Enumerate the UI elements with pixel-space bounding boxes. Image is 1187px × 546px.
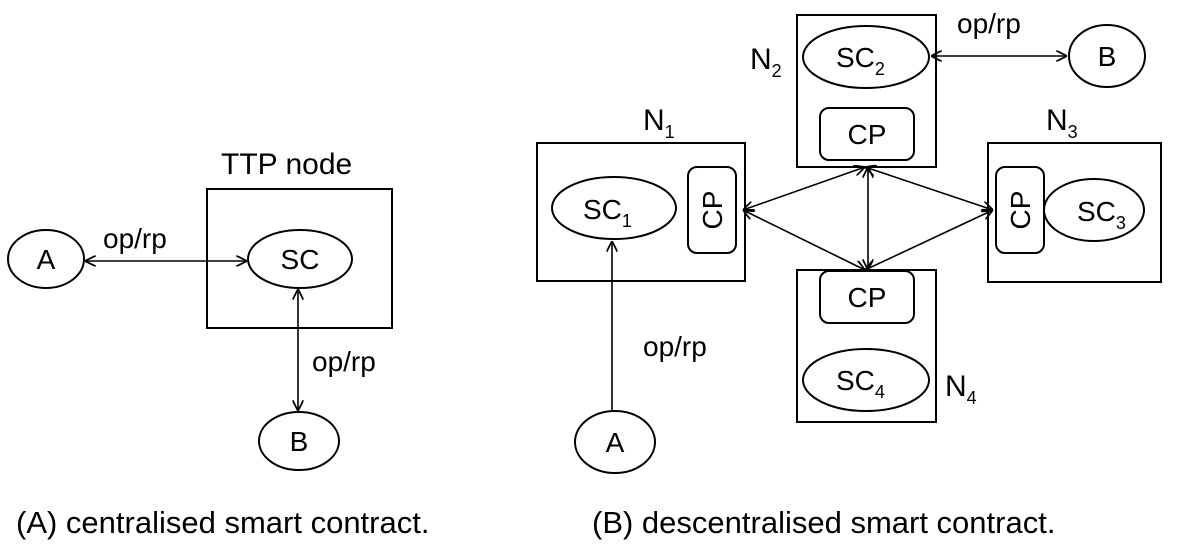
edge-cp1-cp4 (743, 210, 865, 270)
node-a-label: A (37, 244, 56, 275)
node-a-ellipse (7, 229, 85, 289)
node-a-label-right: A (606, 427, 625, 458)
n1-cp-box (687, 166, 737, 254)
node-b-ellipse-right (1068, 24, 1146, 88)
caption-b: (B) descentralised smart contract. (592, 505, 1055, 540)
n4-label: N4 (945, 370, 977, 408)
n1-cp-label: CP (697, 191, 728, 230)
n3-cp-label: CP (1005, 191, 1036, 230)
n3-sc-label: SC3 (1077, 196, 1126, 233)
node-b-label-right: B (1098, 41, 1117, 72)
edge-cp2-cp3 (865, 167, 993, 210)
node-b-ellipse (258, 411, 340, 471)
edge-cp1-cp2 (743, 167, 865, 210)
n3-sc-ellipse (1043, 178, 1145, 242)
edge-a-label-right: op/rp (643, 331, 707, 362)
n1-sc-label: SC1 (583, 194, 632, 231)
edge-cp4-cp3 (865, 210, 993, 270)
centralised-diagram: TTP node SC A B op/rp op/rp (A) centrali… (7, 148, 429, 540)
n2-sc-ellipse (802, 25, 930, 89)
edge-b-label-right: op/rp (957, 8, 1021, 39)
caption-a: (A) centralised smart contract. (16, 505, 429, 540)
n4-cp-label: CP (848, 282, 887, 313)
n2-cp-box (819, 107, 915, 161)
n3-label: N3 (1046, 104, 1078, 142)
n1-label: N1 (643, 104, 675, 142)
n2-cp-label: CP (848, 119, 887, 150)
edge-b-label: op/rp (312, 346, 376, 377)
node-a-ellipse-right (574, 410, 656, 474)
ttp-node-title: TTP node (221, 148, 352, 181)
node-n1: N1 SC1 CP (536, 104, 746, 282)
sc-label: SC (281, 244, 320, 275)
node-n3: N3 CP SC3 (987, 104, 1162, 283)
n2-sc-label: SC2 (836, 42, 885, 79)
n4-sc-label: SC4 (836, 365, 885, 402)
decentralised-diagram: N1 SC1 CP N2 SC2 CP N3 CP SC3 N4 (536, 8, 1162, 540)
n1-sc-ellipse (551, 176, 677, 240)
sc-ellipse (247, 229, 353, 289)
node-n4: N4 CP SC4 (796, 269, 977, 423)
edge-a-label: op/rp (103, 223, 167, 254)
node-n2: N2 SC2 CP (750, 14, 937, 168)
n4-sc-ellipse (802, 348, 930, 412)
n2-label: N2 (750, 43, 782, 81)
node-b-label: B (290, 426, 309, 457)
